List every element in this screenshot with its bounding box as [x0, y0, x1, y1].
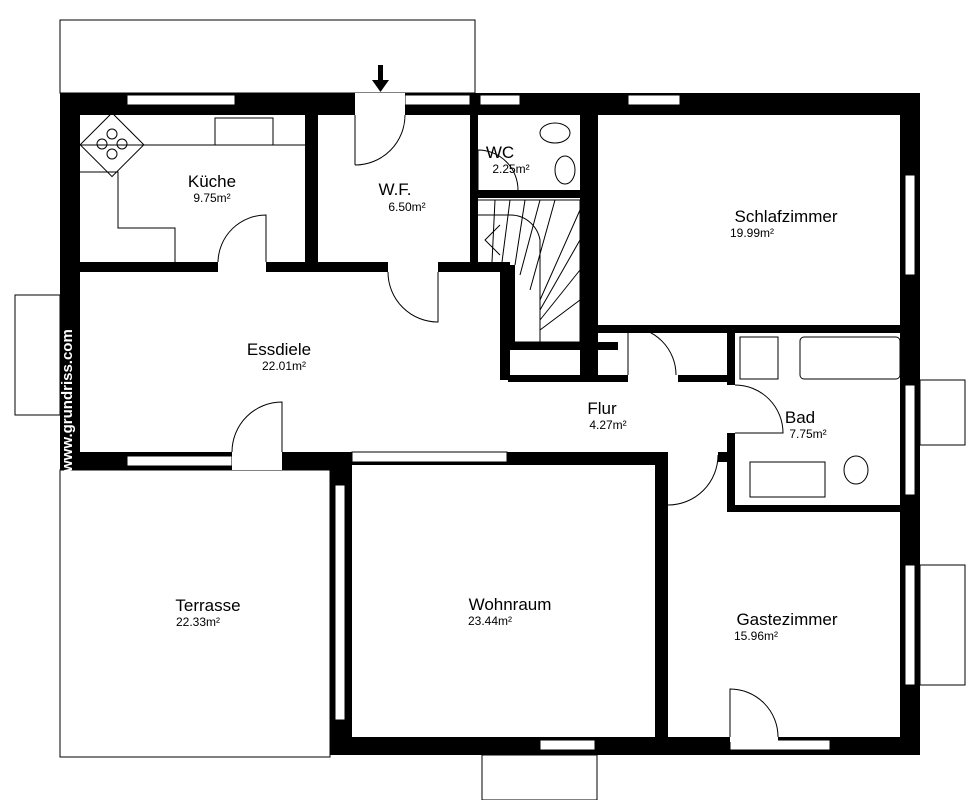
svg-text:6.50m²: 6.50m² — [388, 200, 425, 214]
svg-text:9.75m²: 9.75m² — [193, 191, 230, 205]
svg-text:22.01m²: 22.01m² — [262, 359, 306, 373]
doors — [217, 93, 784, 742]
watermark: www.grundriss.com — [59, 329, 76, 473]
svg-text:Terrasse: Terrasse — [175, 596, 240, 615]
room-kueche: Küche 9.75m² — [188, 172, 236, 205]
svg-text:WC: WC — [486, 143, 514, 162]
bottom-balcony — [481, 754, 598, 800]
svg-text:W.F.: W.F. — [378, 180, 411, 199]
right-balcony-lower — [919, 564, 966, 686]
svg-text:4.27m²: 4.27m² — [589, 418, 626, 432]
room-wf: W.F. 6.50m² — [378, 180, 425, 214]
left-balcony — [14, 294, 61, 416]
bathroom-fixtures — [539, 122, 901, 498]
svg-text:Küche: Küche — [188, 172, 236, 191]
svg-text:Schlafzimmer: Schlafzimmer — [735, 207, 838, 226]
svg-text:Bad: Bad — [785, 408, 815, 427]
svg-text:2.25m²: 2.25m² — [492, 162, 529, 176]
porch-outline — [59, 19, 476, 94]
room-schlafzimmer: Schlafzimmer 19.99m² — [730, 207, 838, 240]
svg-text:19.99m²: 19.99m² — [730, 226, 774, 240]
room-bad: Bad 7.75m² — [785, 408, 827, 441]
svg-text:Gastezimmer: Gastezimmer — [736, 610, 837, 629]
right-balcony-upper — [919, 379, 966, 446]
room-gastezimmer: Gastezimmer 15.96m² — [734, 610, 838, 643]
svg-text:Essdiele: Essdiele — [247, 340, 311, 359]
room-wohnraum: Wohnraum 23.44m² — [468, 595, 551, 628]
room-wc: WC 2.25m² — [486, 143, 530, 176]
svg-text:23.44m²: 23.44m² — [468, 614, 512, 628]
svg-text:Flur: Flur — [587, 399, 617, 418]
room-terrasse: Terrasse 22.33m² — [175, 596, 240, 629]
svg-text:22.33m²: 22.33m² — [176, 615, 220, 629]
svg-text:15.96m²: 15.96m² — [734, 629, 778, 643]
entrance-arrow-icon — [372, 65, 389, 92]
kitchen-fixtures — [79, 112, 305, 262]
staircase — [478, 199, 581, 343]
room-flur: Flur 4.27m² — [587, 399, 626, 432]
svg-text:7.75m²: 7.75m² — [789, 427, 826, 441]
room-essdiele: Essdiele 22.01m² — [247, 340, 311, 373]
svg-text:Wohnraum: Wohnraum — [469, 595, 552, 614]
